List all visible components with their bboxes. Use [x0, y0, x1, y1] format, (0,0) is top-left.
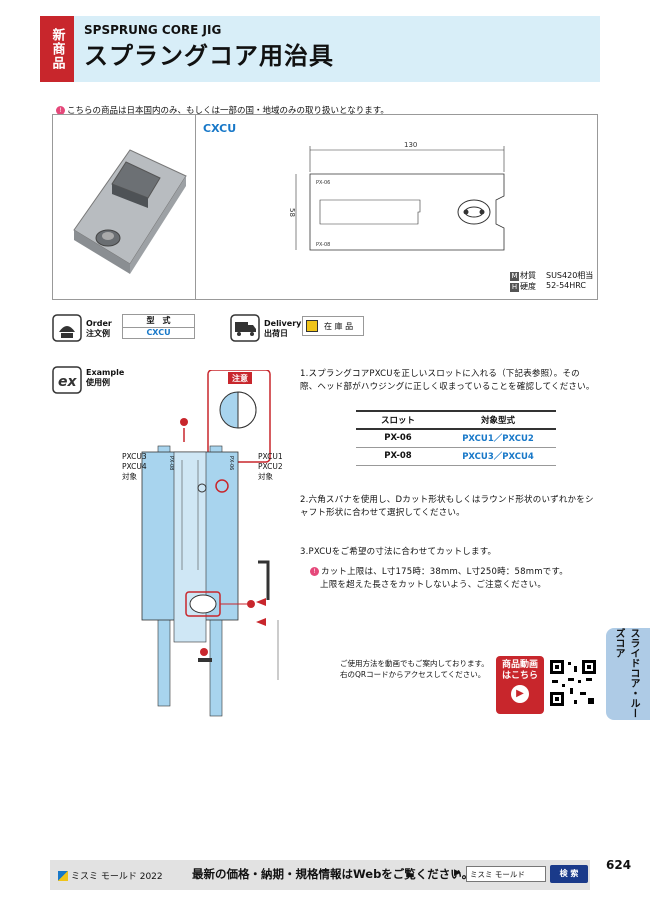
cut-limit-note: !カット上限は、L寸175時：38mm、L寸250時：58mmです。上限を超えた…	[310, 566, 596, 592]
footer-web-text: 最新の価格・納期・規格情報はWebをご覧ください。	[192, 867, 474, 881]
video-button[interactable]: 商品動画はこちら▶	[496, 656, 544, 714]
title-banner	[40, 16, 600, 82]
page-title: スプラングコア用治具	[84, 42, 334, 70]
order-table	[122, 314, 195, 339]
side-tab-slide-core[interactable]: スライドコア・ルーズコア	[606, 628, 650, 720]
instruction-step-2: 2.六角スパナを使用し、Dカット形状もしくはラウンド形状のいずれかをシャフト形状…	[300, 495, 594, 518]
dim-width: 58	[288, 208, 296, 217]
target-header: 対象型式	[440, 410, 556, 430]
play-icon: ▶	[511, 685, 529, 703]
misumi-logo-icon	[58, 870, 68, 881]
footer-brand: ミスミ モールド 2022	[58, 869, 163, 882]
instruction-step-1: 1.スプラングコアPXCUを正しいスロットに入れる（下記表参照）。その際、ヘッド…	[300, 369, 595, 392]
spec-hardness-value: 52-54HRC	[546, 281, 587, 290]
product-box-divider	[195, 114, 196, 300]
stock-status: 在 庫 品	[302, 316, 364, 336]
product-box	[52, 114, 598, 300]
delivery-truck-icon	[230, 314, 260, 342]
search-button[interactable]: 検 索	[550, 865, 588, 883]
slot-label-right: PX-06	[228, 456, 234, 471]
stock-box-icon	[306, 320, 318, 332]
technical-drawing: 130 58 PX-06 PX-08	[288, 141, 505, 251]
product-photo	[73, 149, 187, 274]
page-number: 624	[606, 858, 632, 872]
order-table-header: 型 式	[146, 316, 171, 325]
arrow-icon: ▶	[454, 868, 461, 878]
usage-diagram: 注意	[141, 370, 279, 717]
instruction-step-3: 3.PXCUをご希望の寸法に合わせてカットします。	[300, 547, 497, 557]
video-notice: ご使用方法を動画でもご案内しております。右のQRコードからアクセスしてください。	[340, 659, 489, 679]
example-icon: ex	[52, 366, 82, 394]
slot-label-top: PX-06	[316, 180, 330, 186]
spec-material-value: SUS420相当	[546, 271, 594, 280]
search-input[interactable]: ミスミ モールド	[466, 866, 546, 882]
slot-label-left: PX-08	[168, 456, 174, 471]
title-english: SPSPRUNG CORE JIG	[84, 23, 222, 37]
notice-icon: !	[56, 106, 65, 115]
note-icon: !	[310, 567, 319, 576]
slot-label-bottom: PX-08	[316, 242, 330, 248]
order-model: CXCU	[122, 327, 195, 337]
hardness-icon: H	[510, 283, 519, 292]
dim-length: 130	[404, 141, 417, 149]
model-name: CXCU	[203, 122, 237, 135]
qr-code[interactable]	[548, 658, 598, 708]
caution-label: 注意	[232, 373, 248, 383]
new-product-badge: 新商品	[40, 16, 74, 82]
svg-text:ex: ex	[58, 374, 77, 390]
order-phone-icon	[52, 314, 82, 342]
slot-header: スロット	[356, 410, 440, 430]
availability-notice: !こちらの商品は日本国内のみ、もしくは一部の国・地域のみの取り扱いとなります。	[56, 104, 389, 116]
material-icon: M	[510, 272, 519, 281]
